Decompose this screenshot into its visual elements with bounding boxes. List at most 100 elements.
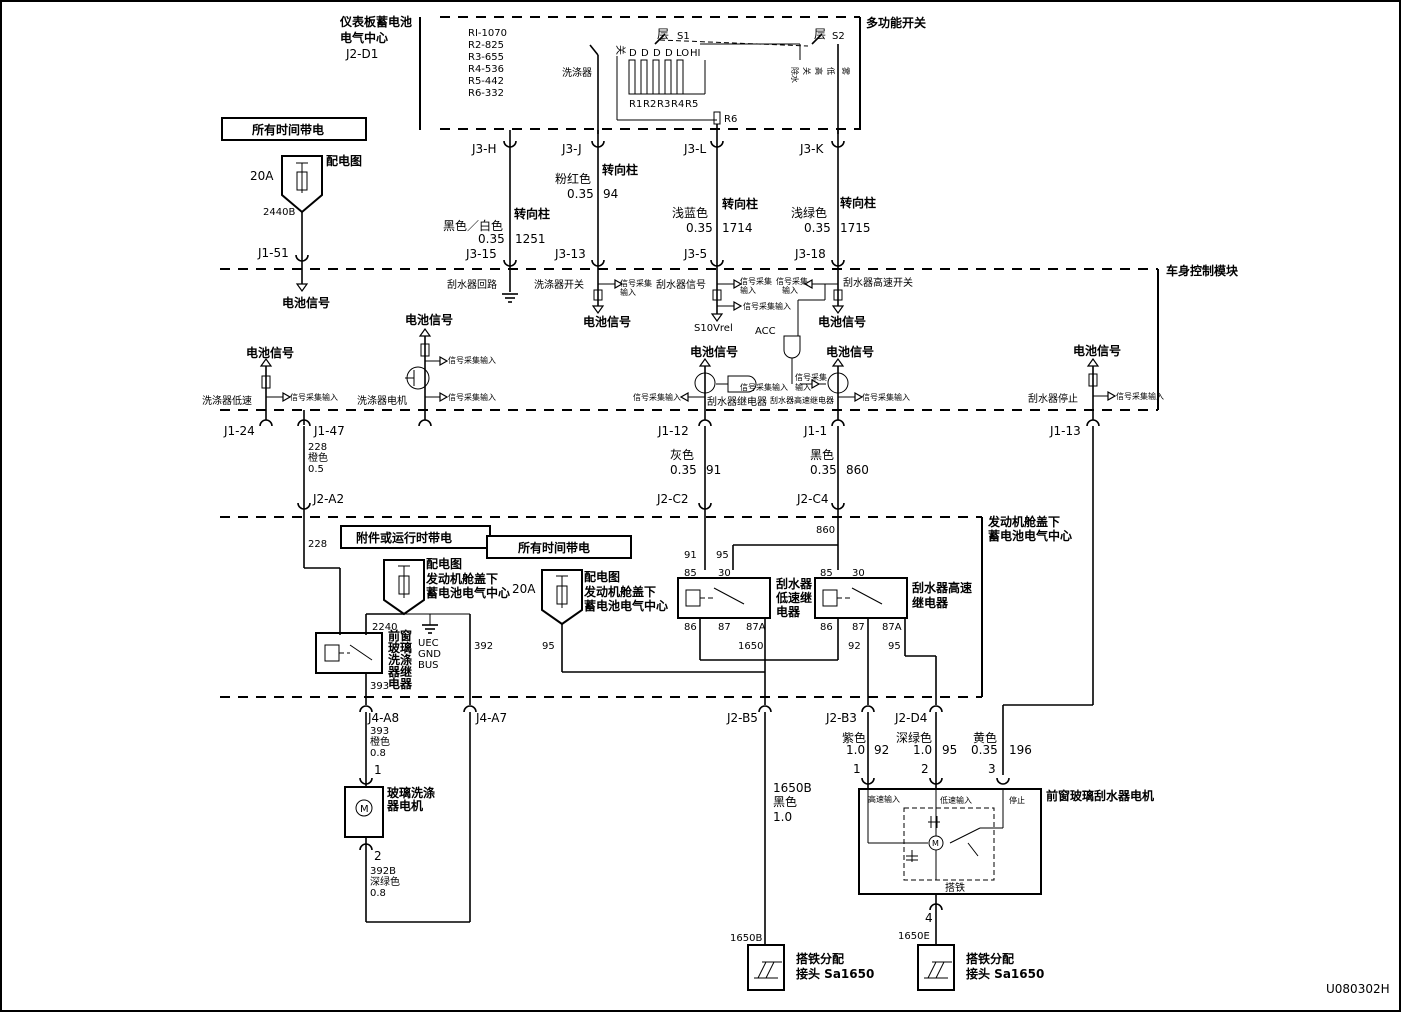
svg-text:雾: 雾 (841, 67, 850, 75)
svg-text:J1-1: J1-1 (803, 424, 827, 438)
svg-text:J1-51: J1-51 (257, 246, 289, 260)
svg-text:20A: 20A (250, 169, 274, 183)
svg-text:信号采集输入: 信号采集输入 (290, 392, 338, 402)
svg-text:刮水器高速: 刮水器高速 (912, 580, 972, 595)
svg-text:85: 85 (820, 568, 833, 579)
svg-text:0.8: 0.8 (370, 748, 386, 759)
body-control-module: 车身控制模块 J3-15 J3-13 J3-5 J3-18 刮水器回路 洗涤器开… (202, 247, 1239, 438)
svg-text:电池信号: 电池信号 (826, 344, 874, 359)
svg-text:低: 低 (826, 67, 836, 75)
header-acc-run: 附件或运行时带电 (356, 530, 452, 545)
svg-text:393: 393 (370, 726, 389, 737)
ipbec-line1: 仪表板蓄电池 (339, 14, 412, 29)
svg-text:转向柱: 转向柱 (602, 162, 638, 177)
svg-text:860: 860 (816, 525, 835, 536)
svg-text:停止: 停止 (1009, 795, 1025, 805)
svg-text:高: 高 (814, 67, 824, 75)
svg-text:87A: 87A (746, 622, 766, 633)
svg-text:1650E: 1650E (898, 931, 930, 942)
top-wire-labels: 转向柱 黑色／白色 0.35 1251 转向柱 粉红色 0.35 94 转向柱 … (443, 162, 876, 246)
svg-text:4: 4 (925, 911, 933, 925)
svg-text:黑色: 黑色 (773, 795, 797, 809)
svg-text:深绿色: 深绿色 (896, 730, 932, 745)
svg-text:灰色: 灰色 (670, 448, 694, 462)
svg-text:2: 2 (921, 762, 929, 776)
svg-text:95: 95 (542, 641, 555, 652)
svg-text:2240: 2240 (372, 622, 397, 633)
svg-text:发动机舱盖下: 发动机舱盖下 (425, 571, 498, 586)
svg-text:输入: 输入 (782, 285, 798, 295)
svg-text:0.35: 0.35 (686, 221, 713, 235)
svg-text:J2-C4: J2-C4 (796, 492, 829, 506)
svg-text:输入: 输入 (740, 285, 756, 295)
svg-text:BUS: BUS (418, 660, 439, 671)
svg-text:R2-825: R2-825 (468, 40, 504, 51)
svg-text:86: 86 (820, 622, 833, 633)
svg-text:0.35: 0.35 (670, 463, 697, 477)
svg-text:LO: LO (676, 48, 689, 59)
svg-text:J4-A7: J4-A7 (475, 711, 507, 725)
svg-text:1.0: 1.0 (846, 743, 865, 757)
fuse-2440b: 所有时间带电 配电图 20A 2440B J1-51 电池信号 (221, 117, 367, 310)
svg-text:刮水器停止: 刮水器停止 (1028, 392, 1078, 405)
svg-text:D: D (665, 48, 673, 59)
svg-text:蓄电池电气中心: 蓄电池电气中心 (426, 585, 510, 600)
svg-text:洗涤器开关: 洗涤器开关 (534, 278, 584, 291)
svg-text:1.0: 1.0 (913, 743, 932, 757)
svg-text:电池信号: 电池信号 (282, 295, 330, 310)
svg-text:黄色: 黄色 (973, 731, 997, 745)
svg-text:196: 196 (1009, 743, 1032, 757)
svg-text:1715: 1715 (840, 221, 871, 235)
svg-text:器继: 器继 (387, 664, 412, 679)
svg-text:搭铁: 搭铁 (945, 881, 965, 894)
svg-text:玻璃洗涤: 玻璃洗涤 (387, 785, 435, 800)
svg-text:1251: 1251 (515, 232, 546, 246)
header-all-time: 所有时间带电 (252, 122, 324, 137)
resistor-list: RI-1070 R2-825 R3-655 R4-536 R5-442 R6-3… (468, 28, 507, 99)
svg-text:S10Vrel: S10Vrel (694, 323, 733, 334)
svg-text:J2-B5: J2-B5 (726, 711, 758, 725)
svg-text:R4: R4 (671, 99, 684, 110)
svg-text:94: 94 (603, 187, 618, 201)
svg-text:接头 Sa1650: 接头 Sa1650 (796, 966, 874, 981)
header-all-time-2: 所有时间带电 (518, 540, 590, 555)
svg-text:前窗玻璃刮水器电机: 前窗玻璃刮水器电机 (1046, 788, 1154, 803)
svg-text:86: 86 (684, 622, 697, 633)
svg-text:转向柱: 转向柱 (514, 206, 550, 221)
svg-text:J3-18: J3-18 (794, 247, 826, 261)
mid-wires: 228 橙色 0.5 J2-A2 灰色 0.35 91 J2-C2 黑色 0.3… (297, 426, 1094, 775)
s2-contacts: 除水 关 高 低 雾 (700, 43, 850, 134)
svg-text:J2-C2: J2-C2 (656, 492, 689, 506)
svg-text:92: 92 (848, 641, 861, 652)
svg-text:0.8: 0.8 (370, 888, 386, 899)
svg-text:228: 228 (308, 442, 327, 453)
svg-text:配电图: 配电图 (426, 556, 462, 571)
svg-text:电器: 电器 (776, 604, 801, 619)
svg-text:搭铁分配: 搭铁分配 (796, 951, 844, 966)
svg-text:信号采集输入: 信号采集输入 (633, 392, 681, 402)
svg-text:J1-12: J1-12 (657, 424, 689, 438)
svg-text:浅绿色: 浅绿色 (791, 205, 827, 220)
svg-text:信号采集输入: 信号采集输入 (448, 392, 496, 402)
svg-text:J3-H: J3-H (471, 142, 497, 156)
svg-text:关: 关 (802, 67, 812, 75)
svg-text:95: 95 (888, 641, 901, 652)
svg-text:紫色: 紫色 (842, 731, 866, 745)
ipbec-line2: 电气中心 (340, 30, 388, 45)
svg-text:信号采集输入: 信号采集输入 (1116, 391, 1164, 401)
washer-switch-label: 洗涤器 (562, 66, 592, 79)
svg-text:输入: 输入 (620, 287, 636, 297)
svg-text:洗涤: 洗涤 (388, 652, 412, 667)
svg-text:860: 860 (846, 463, 869, 477)
svg-text:刮水器回路: 刮水器回路 (447, 278, 497, 291)
svg-text:输入: 输入 (795, 382, 811, 392)
underhood-bec: 发动机舱盖下 蓄电池电气中心 附件或运行时带电 所有时间带电 配电图 发动机舱盖… (220, 510, 1072, 705)
svg-text:91: 91 (684, 550, 697, 561)
svg-text:1.0: 1.0 (773, 810, 792, 824)
svg-text:刮水器高速继电器: 刮水器高速继电器 (770, 395, 834, 405)
svg-text:1714: 1714 (722, 221, 753, 235)
svg-text:30: 30 (718, 568, 731, 579)
svg-text:M: M (932, 839, 939, 848)
svg-text:95: 95 (716, 550, 729, 561)
multifunction-title: 多功能开关 (866, 15, 926, 30)
